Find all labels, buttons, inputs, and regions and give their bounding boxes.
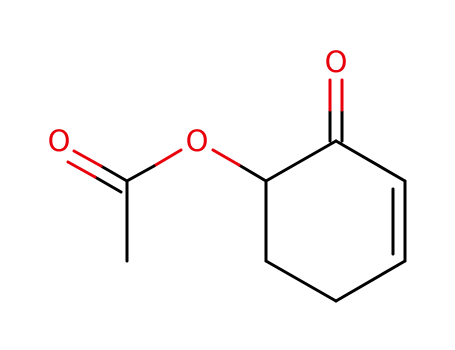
bond-c1-c2 bbox=[334, 139, 407, 183]
bond-c3-c4 bbox=[334, 259, 407, 303]
bond-oester-cacyl-black bbox=[125, 164, 156, 183]
carbonyl-oxygen-label: O bbox=[48, 124, 71, 158]
bond-acyl-co-a-black bbox=[99, 164, 129, 183]
bond-oester-cacyl-red bbox=[152, 148, 183, 168]
ketone-oxygen-label: O bbox=[325, 45, 348, 79]
ester-oxygen-label: O bbox=[186, 124, 209, 158]
bond-acyl-co-a-red bbox=[72, 149, 103, 168]
bond-c6-oester-red bbox=[211, 148, 241, 167]
bond-acyl-co-b-black bbox=[93, 175, 123, 194]
bond-c6-oester-black bbox=[237, 163, 268, 183]
bond-acyl-co-b-red bbox=[66, 160, 97, 179]
bond-c4-c5 bbox=[264, 259, 338, 303]
bond-c6-c1 bbox=[264, 139, 338, 183]
